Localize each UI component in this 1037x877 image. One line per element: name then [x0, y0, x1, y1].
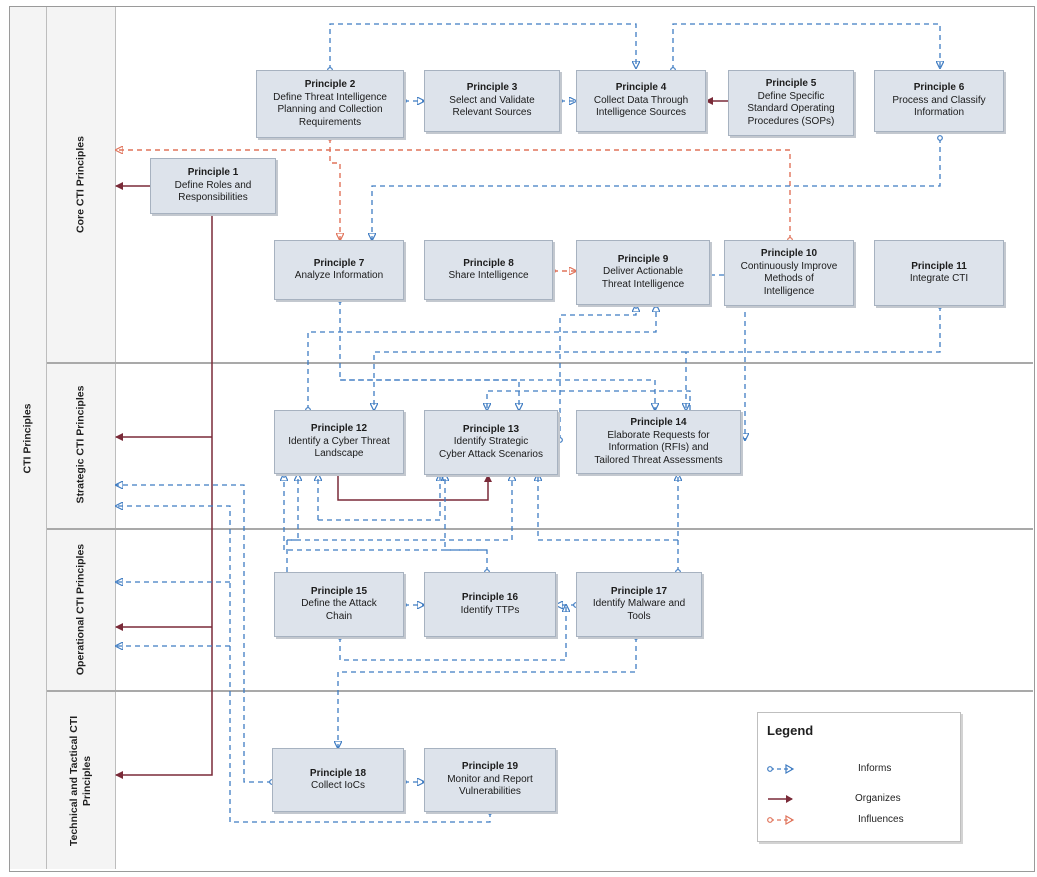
principle-7-desc: Analyze Information [294, 270, 384, 281]
principle-3-desc: Select and Validate Relevant Sources [449, 94, 535, 119]
principle-13-box: Principle 13 Identify Strategic Cyber At… [424, 410, 558, 475]
principle-11-title: Principle 11 [911, 260, 967, 272]
legend-informs-swatch [767, 763, 795, 775]
principle-16-title: Principle 16 [461, 592, 519, 603]
principle-7-title: Principle 7 [313, 257, 365, 269]
principle-9-title: Principle 9 [617, 253, 669, 265]
legend-swatches [767, 763, 795, 826]
principle-17-desc: Identify Malware and Tools [592, 598, 686, 622]
principle-1-title: Principle 1 [187, 167, 239, 179]
principle-11-desc: Integrate CTI [909, 273, 969, 284]
principle-10-box: Principle 10 Continuously Improve Method… [724, 240, 854, 306]
informs-connectors [116, 23, 940, 823]
principle-5-desc: Define Specific Standard Operating Proce… [747, 90, 835, 127]
principle-5-box: Principle 5 Define Specific Standard Ope… [728, 70, 854, 136]
lane-label-column [47, 7, 116, 869]
principle-14-desc: Elaborate Requests for Information (RFIs… [594, 429, 723, 466]
principle-18-desc: Collect IoCs [311, 780, 365, 791]
principle-7-box: Principle 7 Analyze Information [274, 240, 404, 300]
principle-8-box: Principle 8 Share Intelligence [424, 240, 553, 300]
legend-organizes-label: Organizes [855, 793, 901, 804]
legend-organizes-swatch [768, 795, 793, 803]
principle-8-title: Principle 8 [463, 257, 514, 269]
principle-8-desc: Share Intelligence [448, 270, 529, 281]
principle-13-desc: Identify Strategic Cyber Attack Scenario… [439, 436, 543, 460]
principle-16-desc: Identify TTPs [460, 604, 520, 616]
principle-17-box: Principle 17 Identify Malware and Tools [576, 572, 702, 637]
principle-4-title: Principle 4 [615, 82, 667, 94]
principle-10-desc: Continuously Improve Methods of Intellig… [740, 260, 838, 297]
root-label-column [10, 7, 47, 869]
legend: Legend Informs Organizes Influences [757, 712, 961, 842]
principle-18-box: Principle 18 Collect IoCs [272, 748, 404, 812]
lane-divider-strategic-operational [47, 528, 1033, 530]
principle-19-box: Principle 19 Monitor and Report Vulnerab… [424, 748, 556, 812]
principle-15-box: Principle 15 Define the Attack Chain [274, 572, 404, 637]
principle-12-box: Principle 12 Identify a Cyber Threat Lan… [274, 410, 404, 474]
principle-6-desc: Process and Classify Information [892, 94, 986, 119]
principle-10-title: Principle 10 [760, 248, 818, 259]
principle-1-desc: Define Roles and Responsibilities [174, 179, 252, 204]
principle-19-desc: Monitor and Report Vulnerabilities [447, 773, 533, 798]
principle-6-box: Principle 6 Process and Classify Informa… [874, 70, 1004, 132]
legend-influences-swatch [767, 814, 795, 826]
principle-6-title: Principle 6 [913, 82, 965, 94]
principle-9-desc: Deliver Actionable Threat Intelligence [601, 266, 685, 290]
principle-2-desc: Define Threat Intelligence Planning and … [273, 91, 387, 128]
principle-12-title: Principle 12 [310, 423, 368, 435]
principle-2-title: Principle 2 [304, 79, 356, 90]
principle-4-desc: Collect Data Through Intelligence Source… [593, 94, 689, 119]
principle-13-title: Principle 13 [462, 423, 520, 435]
principle-14-title: Principle 14 [630, 417, 687, 428]
principle-5-title: Principle 5 [765, 78, 817, 89]
principle-2-box: Principle 2 Define Threat Intelligence P… [256, 70, 404, 138]
principle-9-box: Principle 9 Deliver Actionable Threat In… [576, 240, 710, 305]
principle-11-box: Principle 11 Integrate CTI [874, 240, 1004, 306]
principle-18-title: Principle 18 [309, 767, 367, 779]
principle-15-title: Principle 15 [310, 585, 368, 597]
principle-15-desc: Define the Attack Chain [301, 598, 377, 622]
principle-16-box: Principle 16 Identify TTPs [424, 572, 556, 637]
principle-3-box: Principle 3 Select and Validate Relevant… [424, 70, 560, 132]
legend-informs-label: Informs [858, 763, 892, 774]
principle-17-title: Principle 17 [610, 585, 668, 597]
principle-12-desc: Identify a Cyber Threat Landscape [288, 435, 390, 460]
principle-4-box: Principle 4 Collect Data Through Intelli… [576, 70, 706, 132]
principle-19-title: Principle 19 [461, 761, 519, 773]
principle-14-box: Principle 14 Elaborate Requests for Info… [576, 410, 741, 474]
principle-3-title: Principle 3 [466, 82, 518, 94]
principle-1-box: Principle 1 Define Roles and Responsibil… [150, 158, 276, 214]
legend-influences-label: Influences [858, 814, 904, 825]
legend-title: Legend [767, 723, 814, 738]
